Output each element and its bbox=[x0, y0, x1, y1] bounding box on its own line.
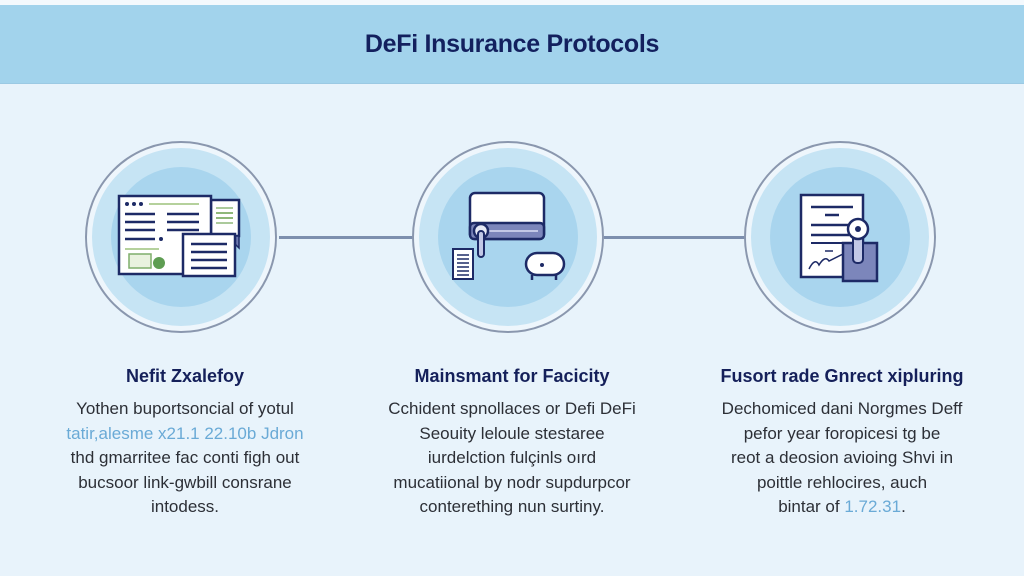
connector-line-1-2 bbox=[279, 236, 413, 239]
description-line: Yothen buportsoncial of yotul bbox=[76, 399, 294, 418]
step-column-2: Mainsmant for Facicity Cchident spnollac… bbox=[347, 366, 677, 520]
step-column-1: Nefit Zxalefoy Yothen buportsoncial of y… bbox=[20, 366, 350, 520]
step-description: Dechomiced dani Norgmes Deff pefor year … bbox=[677, 397, 1007, 520]
highlight-number: 1.72.31 bbox=[844, 497, 902, 516]
description-line-highlight: tatir,alesme x21.1 22.10b Jdron bbox=[66, 423, 304, 443]
step-column-3: Fusort rade Gnrect xipluring Dechomiced … bbox=[677, 366, 1007, 520]
step-node-2 bbox=[412, 141, 604, 333]
step-node-3 bbox=[744, 141, 936, 333]
description-line: thd gmarritee fac conti figh out bbox=[70, 448, 300, 467]
step-title: Mainsmant for Facicity bbox=[414, 366, 610, 386]
signed-contract-icon bbox=[799, 193, 879, 283]
description-line: intodess. bbox=[150, 497, 220, 516]
description-line: bintar of 1.72.31. bbox=[677, 495, 1007, 520]
header-banner: DeFi Insurance Protocols bbox=[0, 5, 1024, 84]
connector-line-2-3 bbox=[604, 236, 746, 239]
page-title: DeFi Insurance Protocols bbox=[364, 29, 660, 58]
step-title: Fusort rade Gnrect xipluring bbox=[720, 366, 964, 386]
step-node-1 bbox=[85, 141, 277, 333]
description-line: Dechomiced dani Norgmes Deff bbox=[721, 399, 963, 418]
machine-device-icon bbox=[452, 191, 566, 280]
description-line: Seouity leloule stestaree bbox=[419, 423, 605, 443]
description-line: bucsoor link-gwbill consrane bbox=[78, 472, 292, 492]
description-text: bintar of bbox=[778, 497, 845, 516]
step-title: Nefit Zxalefoy bbox=[125, 366, 245, 386]
description-line: Cchident spnollaces or Defi DeFi bbox=[388, 399, 636, 418]
step-description: Cchident spnollaces or Defi DeFi Seouity… bbox=[347, 397, 677, 520]
top-strip bbox=[0, 0, 1024, 5]
documents-icon bbox=[117, 194, 241, 278]
description-text: . bbox=[901, 497, 906, 516]
description-line: mucatiional by nodr supdurpcor bbox=[393, 472, 631, 492]
description-line: conterething nun surtiny. bbox=[419, 497, 605, 516]
description-line: poittle rehlocires, auch bbox=[756, 472, 928, 492]
description-line: pefor year foropicesi tg be bbox=[743, 423, 941, 443]
step-description: Yothen buportsoncial of yotul tatir,ales… bbox=[20, 397, 350, 520]
description-line: iurdelction fulçinls oırd bbox=[427, 448, 597, 467]
description-line: reot a deosion avioing Shvi in bbox=[730, 448, 954, 467]
